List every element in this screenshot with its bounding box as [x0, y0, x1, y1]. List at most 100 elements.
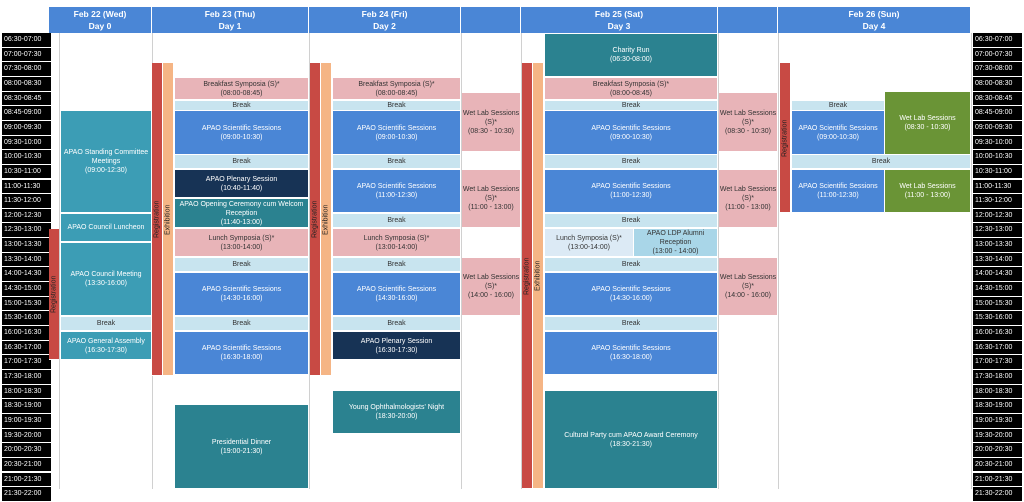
- time-slot-label: 06:30-07:00: [973, 33, 1022, 48]
- grid-line: [309, 33, 310, 489]
- time-slot-label: 17:00-17:30: [2, 355, 51, 370]
- event-scientific-sessions[interactable]: APAO Scientific Sessions (14:30-16:00): [175, 273, 308, 316]
- day-number: Day 0: [88, 21, 112, 31]
- event-scientific-sessions[interactable]: APAO Scientific Sessions (14:30-16:00): [545, 273, 717, 316]
- day-date: Feb 25 (Sat): [594, 9, 644, 19]
- time-slot-label: 08:45-09:00: [2, 106, 51, 121]
- time-slot-label: 16:00-16:30: [973, 326, 1022, 341]
- event-presidential-dinner[interactable]: Presidential Dinner (19:00-21:30): [175, 405, 308, 489]
- exhibition-label: Exhibition: [534, 260, 542, 292]
- time-slot-label: 12:00-12:30: [2, 208, 51, 224]
- event-wet-lab[interactable]: Wet Lab Sessions (S)* (14:00 - 16:00): [462, 258, 520, 316]
- time-slot-label: 21:00-21:30: [973, 472, 1022, 488]
- event-scientific-sessions[interactable]: APAO Scientific Sessions (11:00-12:30): [792, 170, 884, 213]
- time-slot-label: 11:30-12:00: [2, 194, 51, 209]
- event-scientific-sessions[interactable]: APAO Scientific Sessions (09:00-10:30): [545, 111, 717, 155]
- time-slot-label: 20:30-21:00: [973, 457, 1022, 473]
- day-header-3b: [718, 7, 778, 33]
- registration-bar: [49, 229, 59, 360]
- event-wet-lab[interactable]: Wet Lab Sessions (S)* (08:30 - 10:30): [462, 93, 520, 152]
- time-slot-label: 17:30-18:00: [973, 369, 1022, 385]
- event-lunch-symposia[interactable]: Lunch Symposia (S)* (13:00-14:00): [333, 229, 460, 257]
- day-number: Day 2: [373, 21, 396, 31]
- event-standing-committee[interactable]: APAO Standing Committee Meetings (09:00-…: [61, 111, 151, 213]
- event-lunch-symposia[interactable]: Lunch Symposia (S)* (13:00-14:00): [545, 229, 633, 257]
- registration-label: Registration: [153, 200, 161, 239]
- event-wet-lab[interactable]: Wet Lab Sessions (11:00 - 13:00): [885, 170, 970, 213]
- event-scientific-sessions[interactable]: APAO Scientific Sessions (09:00-10:30): [333, 111, 460, 155]
- time-slot-label: 19:30-20:00: [2, 428, 51, 444]
- event-ldp-alumni-reception[interactable]: APAO LDP Alumni Reception (13:00 - 14:00…: [634, 229, 717, 257]
- event-opening-ceremony[interactable]: APAO Opening Ceremony cum Welcom Recepti…: [175, 199, 308, 228]
- event-scientific-sessions[interactable]: APAO Scientific Sessions (11:00-12:30): [545, 170, 717, 213]
- break-row: Break: [545, 214, 717, 228]
- time-slot-label: 13:00-13:30: [2, 238, 51, 253]
- break-row: Break: [545, 101, 717, 111]
- time-slot-label: 14:00-14:30: [2, 267, 51, 283]
- event-wet-lab[interactable]: Wet Lab Sessions (08:30 - 10:30): [885, 92, 970, 155]
- day-number: Day 1: [218, 21, 242, 31]
- time-slot-label: 13:00-13:30: [973, 238, 1022, 253]
- event-scientific-sessions[interactable]: APAO Scientific Sessions (16:30-18:00): [175, 332, 308, 375]
- time-slot-label: 15:30-16:00: [973, 311, 1022, 326]
- break-row: Break: [175, 155, 308, 169]
- time-slot-label: 14:30-15:00: [973, 282, 1022, 297]
- registration-bar: [152, 63, 162, 376]
- registration-label: Registration: [781, 119, 789, 157]
- break-row: Break: [175, 317, 308, 331]
- grid-line: [461, 33, 462, 489]
- break-row: Break: [333, 258, 460, 272]
- time-slot-label: 07:00-07:30: [2, 47, 51, 63]
- day-date: Feb 26 (Sun): [848, 9, 900, 19]
- event-breakfast-symposia[interactable]: Breakfast Symposia (S)* (08:00-08:45): [545, 78, 717, 100]
- day-header-0: Feb 22 (Wed) Day 0: [49, 7, 152, 33]
- event-wet-lab[interactable]: Wet Lab Sessions (S)* (11:00 - 13:00): [719, 170, 777, 228]
- time-slot-label: 18:00-18:30: [973, 384, 1022, 400]
- grid-line: [718, 33, 719, 489]
- event-charity-run[interactable]: Charity Run (06:30-08:00): [545, 34, 717, 77]
- break-row: Break: [792, 101, 884, 111]
- event-council-meeting[interactable]: APAO Council Meeting (13:30-16:00): [61, 243, 151, 316]
- event-plenary-session[interactable]: APAO Plenary Session (16:30-17:30): [333, 332, 460, 360]
- event-cultural-party[interactable]: Cultural Party cum APAO Award Ceremony (…: [545, 391, 717, 489]
- time-slot-label: 21:00-21:30: [2, 472, 51, 488]
- event-scientific-sessions[interactable]: APAO Scientific Sessions (14:30-16:00): [333, 273, 460, 316]
- time-slot-label: 14:00-14:30: [973, 267, 1022, 283]
- break-row: Break: [545, 155, 717, 169]
- break-row: Break: [175, 258, 308, 272]
- time-slot-label: 21:30-22:00: [973, 487, 1022, 502]
- event-wet-lab[interactable]: Wet Lab Sessions (S)* (14:00 - 16:00): [719, 258, 777, 316]
- event-council-luncheon[interactable]: APAO Council Luncheon: [61, 214, 151, 242]
- time-slot-label: 09:00-09:30: [973, 120, 1022, 136]
- time-slot-label: 09:30-10:00: [973, 135, 1022, 151]
- exhibition-label: Exhibition: [164, 204, 172, 235]
- time-slot-label: 15:00-15:30: [973, 296, 1022, 312]
- time-slot-label: 12:30-13:00: [973, 223, 1022, 239]
- break-row: Break: [175, 101, 308, 111]
- break-row: Break: [61, 317, 151, 331]
- time-slot-label: 09:30-10:00: [2, 135, 51, 151]
- event-young-ophthalmologists-night[interactable]: Young Ophthalmologists' Night (18:30-20:…: [333, 391, 460, 434]
- event-wet-lab[interactable]: Wet Lab Sessions (S)* (11:00 - 13:00): [462, 170, 520, 228]
- event-wet-lab[interactable]: Wet Lab Sessions (S)* (08:30 - 10:30): [719, 93, 777, 152]
- time-slot-label: 08:30-08:45: [973, 91, 1022, 107]
- event-scientific-sessions[interactable]: APAO Scientific Sessions (09:00-10:30): [175, 111, 308, 155]
- day-number: Day 4: [862, 21, 886, 31]
- event-scientific-sessions[interactable]: APAO Scientific Sessions (11:00-12:30): [333, 170, 460, 213]
- time-slot-label: 07:30-08:00: [2, 62, 51, 77]
- time-slot-label: 17:30-18:00: [2, 369, 51, 385]
- grid-line: [778, 33, 779, 489]
- registration-label: Registration: [523, 257, 531, 295]
- event-scientific-sessions[interactable]: APAO Scientific Sessions (16:30-18:00): [545, 332, 717, 375]
- event-lunch-symposia[interactable]: Lunch Symposia (S)* (13:00-14:00): [175, 229, 308, 257]
- time-slot-label: 18:30-19:00: [973, 399, 1022, 414]
- time-slot-label: 17:00-17:30: [973, 355, 1022, 370]
- event-scientific-sessions[interactable]: APAO Scientific Sessions (09:00-10:30): [792, 111, 884, 155]
- event-breakfast-symposia[interactable]: Breakfast Symposia (S)* (08:00-08:45): [175, 78, 308, 100]
- exhibition-label: Exhibition: [322, 204, 330, 235]
- event-plenary-session[interactable]: APAO Plenary Session (10:40-11:40): [175, 170, 308, 198]
- time-slot-label: 20:00-20:30: [973, 443, 1022, 458]
- event-general-assembly[interactable]: APAO General Assembly (16:30-17:30): [61, 332, 151, 360]
- event-breakfast-symposia[interactable]: Breakfast Symposia (S)* (08:00-08:45): [333, 78, 460, 100]
